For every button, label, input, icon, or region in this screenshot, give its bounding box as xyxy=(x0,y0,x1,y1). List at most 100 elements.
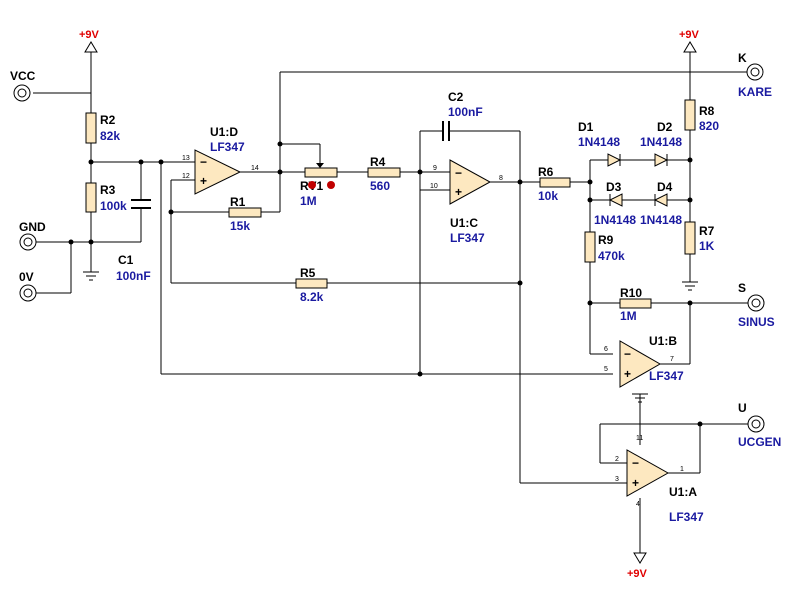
pin-number: 1 xyxy=(680,466,684,473)
resistor-r10[interactable]: R10 1M xyxy=(619,286,652,323)
component-value: 1M xyxy=(300,194,317,208)
terminal-gnd[interactable]: GND xyxy=(19,220,46,251)
terminal-vcc[interactable]: VCC xyxy=(10,69,36,102)
opamp-u1d[interactable]: − + 13 12 14 U1:D LF347 xyxy=(182,125,259,195)
capacitor-c2[interactable]: C2 100nF xyxy=(442,90,483,141)
component-ref: D4 xyxy=(657,180,673,194)
wires xyxy=(33,52,748,553)
resistor-r6[interactable]: R6 10k xyxy=(538,165,571,203)
component-value: 82k xyxy=(100,129,120,143)
terminal-label: GND xyxy=(19,220,46,234)
component-value: 1N4148 xyxy=(640,135,682,149)
component-value: 8.2k xyxy=(300,290,324,304)
component-value: 1N4148 xyxy=(640,213,682,227)
terminal-u[interactable]: U UCGEN xyxy=(738,401,781,449)
component-ref: R2 xyxy=(100,113,116,127)
component-ref: C1 xyxy=(118,253,134,267)
pin-number: 8 xyxy=(499,175,503,182)
resistor-r2[interactable]: R2 82k xyxy=(85,112,120,144)
supply-label: +9V xyxy=(79,29,100,41)
component-ref: R4 xyxy=(370,155,386,169)
component-value: 560 xyxy=(370,179,390,193)
minus-sign: − xyxy=(624,347,631,361)
diode-d4[interactable]: D4 1N4148 xyxy=(640,180,682,227)
component-ref: R10 xyxy=(620,286,642,300)
component-value: 100nF xyxy=(116,269,151,283)
component-ref: D2 xyxy=(657,120,673,134)
component-ref: D1 xyxy=(578,120,594,134)
terminal-label: K xyxy=(738,51,747,65)
component-ref: R9 xyxy=(598,233,614,247)
component-ref: C2 xyxy=(448,90,464,104)
terminal-label: 0V xyxy=(19,270,34,284)
pin-number: 9 xyxy=(433,165,437,172)
resistor-r3[interactable]: R3 100k xyxy=(85,182,127,213)
pin-number: 13 xyxy=(182,155,190,162)
component-ref: U1:C xyxy=(450,216,478,230)
supply-top-right: +9V xyxy=(679,29,700,53)
terminal-k[interactable]: K KARE xyxy=(738,51,772,99)
supply-label: +9V xyxy=(679,29,700,41)
potentiometer-rv1[interactable]: RV1 1M xyxy=(300,163,338,208)
component-value: 470k xyxy=(598,249,625,263)
component-value: LF347 xyxy=(210,140,245,154)
pin-number: 12 xyxy=(182,173,190,180)
terminal-label: VCC xyxy=(10,69,36,83)
plus-sign: + xyxy=(455,185,462,199)
ground-symbol-right xyxy=(682,281,698,291)
diode-d3[interactable]: D3 1N4148 xyxy=(594,180,636,227)
junction-dots xyxy=(68,141,703,427)
pin-number: 2 xyxy=(615,456,619,463)
component-value: 1N4148 xyxy=(594,213,636,227)
component-value: 1M xyxy=(620,309,637,323)
pin-number: 5 xyxy=(604,366,608,373)
component-ref: U1:A xyxy=(669,485,697,499)
pin-number: 10 xyxy=(430,183,438,190)
terminal-signal: UCGEN xyxy=(738,435,781,449)
plus-sign: + xyxy=(200,174,207,188)
terminal-s[interactable]: S SINUS xyxy=(738,281,775,329)
resistor-r5[interactable]: R5 8.2k xyxy=(295,266,328,304)
component-value: LF347 xyxy=(450,231,485,245)
pin-number: 11 xyxy=(636,435,643,442)
component-value: LF347 xyxy=(649,369,684,383)
terminal-0v[interactable]: 0V xyxy=(19,270,37,302)
component-value: 15k xyxy=(230,219,250,233)
opamp-u1c[interactable]: − + 9 10 8 U1:C LF347 xyxy=(430,159,503,245)
terminal-label: S xyxy=(738,281,746,295)
component-ref: D3 xyxy=(606,180,622,194)
component-ref: R7 xyxy=(699,224,715,238)
component-value: 100nF xyxy=(448,105,483,119)
capacitor-c1[interactable]: C1 100nF xyxy=(116,199,151,283)
component-value: 1N4148 xyxy=(578,135,620,149)
component-value: LF347 xyxy=(669,510,704,524)
diode-d2[interactable]: D2 1N4148 xyxy=(640,120,682,167)
opamp-u1a[interactable]: − + 2 3 1 11 4 U1:A LF347 xyxy=(615,435,704,524)
resistor-r9[interactable]: R9 470k xyxy=(584,231,625,263)
terminal-label: U xyxy=(738,401,747,415)
component-value: 10k xyxy=(538,189,558,203)
component-ref: U1:B xyxy=(649,334,677,348)
component-value: 1K xyxy=(699,239,715,253)
diode-d1[interactable]: D1 1N4148 xyxy=(578,120,622,167)
resistor-r4[interactable]: R4 560 xyxy=(367,155,401,193)
minus-sign: − xyxy=(632,456,639,470)
supply-bottom: +9V xyxy=(627,552,648,580)
pin-number: 3 xyxy=(615,476,619,483)
plus-sign: + xyxy=(624,367,631,381)
component-value: 100k xyxy=(100,199,127,213)
resistor-r7[interactable]: R7 1K xyxy=(684,221,715,255)
terminal-signal: SINUS xyxy=(738,315,775,329)
resistor-r8[interactable]: R8 820 xyxy=(684,99,719,133)
pin-number: 7 xyxy=(670,356,674,363)
plus-sign: + xyxy=(632,476,639,490)
component-ref: R1 xyxy=(230,195,246,209)
resistor-r1[interactable]: R1 15k xyxy=(228,195,262,233)
supply-top-left: +9V xyxy=(79,29,100,53)
minus-sign: − xyxy=(455,166,462,180)
opamp-u1b[interactable]: − + 6 5 7 U1:B LF347 xyxy=(604,334,684,388)
component-ref: R6 xyxy=(538,165,554,179)
component-ref: R8 xyxy=(699,104,715,118)
